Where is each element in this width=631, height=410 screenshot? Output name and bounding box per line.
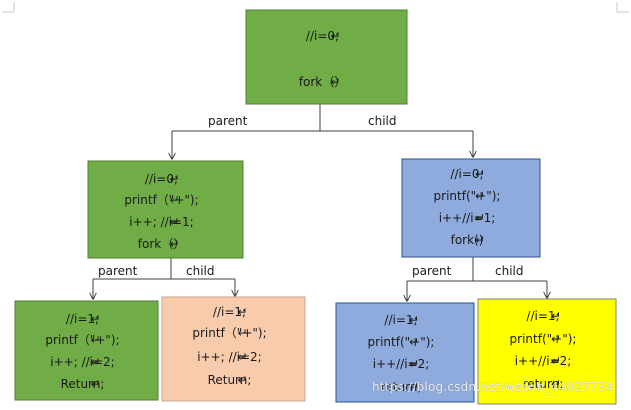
- node-root-box: [245, 9, 408, 105]
- node-c1p-line-3: i++//i=2;: [373, 357, 430, 371]
- node-p1c-line-2: printf（"+");: [192, 326, 266, 340]
- nodes-layer: //i=0;↵fork（）↵//i=0;↵printf（"+");↵i++; /…: [14, 9, 617, 405]
- paragraph-mark-icon: ↵: [475, 189, 485, 203]
- node-c1: //i=0;↵printf("+");↵i++//i=1;↵fork()↵: [401, 158, 541, 258]
- edge-p1-to-level2: [93, 258, 235, 299]
- node-c1c-box: [477, 298, 617, 405]
- edge-label-p1-child: child: [186, 264, 215, 278]
- node-c1-line-1: //i=0;: [450, 167, 483, 181]
- paragraph-mark-icon: ↵: [170, 172, 180, 186]
- paragraph-mark-icon: ↵: [238, 305, 248, 319]
- node-c1c-line-1: //i=1;: [526, 309, 559, 323]
- paragraph-mark-icon: ↵: [91, 333, 101, 347]
- paragraph-mark-icon: ↵: [238, 326, 248, 340]
- paragraph-mark-icon: ↵: [91, 377, 101, 391]
- node-p1p-line-4: Return;: [61, 377, 105, 391]
- node-c1c: //i=1;↵printf("+");↵i++//i=2;↵return;↵: [477, 298, 617, 405]
- paragraph-mark-icon: ↵: [475, 233, 485, 247]
- node-c1p: //i=1;↵printf("+");↵i++//i=2;↵return;↵: [335, 302, 475, 403]
- node-c1p-line-2: printf("+");: [368, 335, 435, 349]
- node-c1-box: [401, 158, 541, 258]
- node-p1-line-2: printf（"+");: [124, 193, 198, 207]
- node-p1p-line-3: i++; //i=2;: [50, 355, 114, 369]
- edge-label-root-parent: parent: [208, 114, 248, 128]
- paragraph-mark-icon: ↵: [91, 355, 101, 369]
- node-c1-line-4: fork(): [451, 233, 484, 247]
- node-p1c-line-1: //i=1;: [213, 305, 246, 319]
- paragraph-mark-icon: ↵: [238, 373, 248, 387]
- node-p1-box: [87, 160, 244, 259]
- node-c1p-line-4: return;: [381, 380, 422, 394]
- node-p1c-line-4: Return;: [208, 373, 252, 387]
- paragraph-mark-icon: ↵: [551, 377, 561, 391]
- paragraph-mark-icon: ↵: [238, 350, 248, 364]
- node-c1-line-3: i++//i=1;: [439, 211, 496, 225]
- paragraph-mark-icon: ↵: [551, 309, 561, 323]
- node-p1-line-4: fork（）: [138, 237, 185, 251]
- node-p1c: //i=1;↵printf（"+");↵i++; //i=2;↵Return;↵: [161, 296, 306, 402]
- node-p1c-box: [161, 296, 306, 402]
- paragraph-mark-icon: ↵: [170, 237, 180, 251]
- paragraph-mark-icon: ↵: [91, 312, 101, 326]
- node-c1p-box: [335, 302, 475, 403]
- watermark-text: https://blog.csdn.net/weixin_44027734: [372, 380, 614, 394]
- edge-label-root-child: child: [368, 114, 397, 128]
- node-p1-line-1: //i=0;: [145, 172, 178, 186]
- paragraph-mark-icon: ↵: [409, 335, 419, 349]
- edge-root-to-level1: [172, 104, 473, 159]
- node-p1: //i=0;↵printf（"+");↵i++; //i=1;↵fork（）↵: [87, 160, 244, 259]
- paragraph-mark-icon: ↵: [551, 354, 561, 368]
- node-p1-line-3: i++; //i=1;: [129, 215, 193, 229]
- paragraph-mark-icon: ↵: [475, 167, 485, 181]
- paragraph-mark-icon: ↵: [331, 29, 341, 43]
- paragraph-mark-icon: ↵: [409, 380, 419, 394]
- node-p1p-box: [14, 300, 159, 401]
- node-c1c-line-3: i++//i=2;: [515, 354, 572, 368]
- node-p1p-line-2: printf（"+");: [45, 333, 119, 347]
- edge-label-c1-parent: parent: [412, 264, 452, 278]
- node-c1c-line-4: return;: [523, 377, 564, 391]
- node-p1c-line-3: i++; //i=2;: [197, 350, 261, 364]
- node-p1p-line-1: //i=1;: [66, 312, 99, 326]
- node-c1c-line-2: printf("+");: [510, 332, 577, 346]
- edge-c1-to-level2: [407, 257, 547, 301]
- paragraph-mark-icon: ↵: [475, 211, 485, 225]
- node-root: //i=0;↵fork（）↵: [245, 9, 408, 105]
- paragraph-mark-icon: ↵: [409, 357, 419, 371]
- paragraph-mark-icon: ↵: [551, 332, 561, 346]
- paragraph-mark-icon: ↵: [170, 193, 180, 207]
- paragraph-mark-icon: ↵: [331, 75, 341, 89]
- node-p1p: //i=1;↵printf（"+");↵i++; //i=2;↵Return;↵: [14, 300, 159, 401]
- node-root-line-1: //i=0;: [306, 29, 339, 43]
- paragraph-mark-icon: ↵: [170, 215, 180, 229]
- node-c1p-line-1: //i=1;: [384, 313, 417, 327]
- paragraph-mark-icon: ↵: [409, 313, 419, 327]
- page-corner-marks: [2, 2, 629, 13]
- node-root-line-2: fork（）: [299, 75, 346, 89]
- edge-label-p1-parent: parent: [98, 264, 138, 278]
- node-c1-line-2: printf("+");: [434, 189, 501, 203]
- edge-label-c1-child: child: [495, 264, 524, 278]
